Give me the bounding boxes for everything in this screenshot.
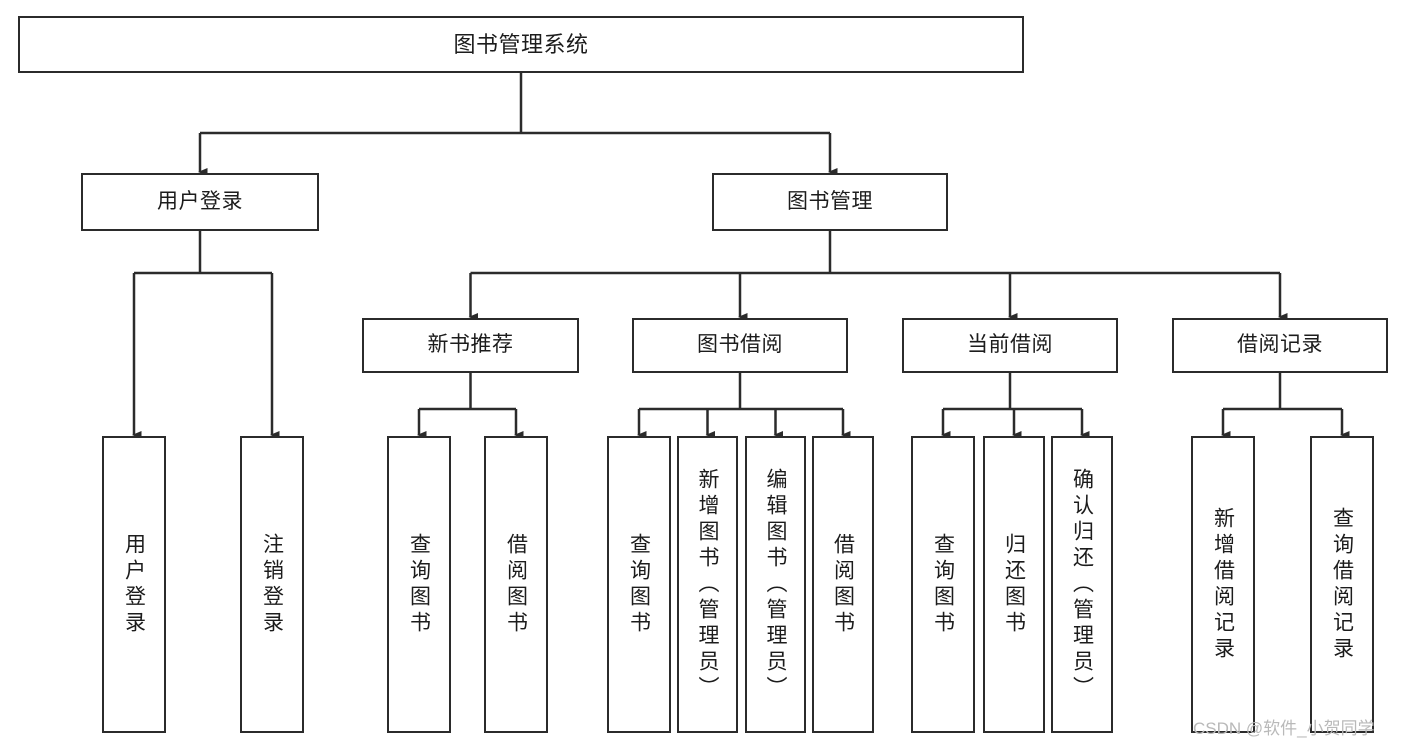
- node-c_query[interactable]: 查询图书: [911, 436, 975, 733]
- node-b_add[interactable]: 新增图书（管理员）: [677, 436, 738, 733]
- node-label: 借阅图书: [504, 532, 528, 637]
- node-c_confirm[interactable]: 确认归还（管理员）: [1051, 436, 1113, 733]
- node-root[interactable]: 图书管理系统: [18, 16, 1024, 73]
- node-current[interactable]: 当前借阅: [902, 318, 1118, 373]
- node-borrow[interactable]: 图书借阅: [632, 318, 848, 373]
- node-n_query[interactable]: 查询图书: [387, 436, 451, 733]
- node-b_edit[interactable]: 编辑图书（管理员）: [745, 436, 806, 733]
- node-label: 新书推荐: [427, 333, 514, 357]
- node-login[interactable]: 用户登录: [81, 173, 319, 231]
- node-label: 编辑图书（管理员）: [764, 467, 787, 702]
- node-label: 查询借阅记录: [1330, 506, 1354, 663]
- node-newbook[interactable]: 新书推荐: [362, 318, 579, 373]
- node-b_lend[interactable]: 借阅图书: [812, 436, 874, 733]
- edge-paths: [132, 73, 1350, 439]
- node-label: 查询图书: [407, 532, 431, 637]
- node-label: 当前借阅: [967, 333, 1053, 357]
- node-label: 借阅图书: [831, 532, 855, 637]
- node-label: 新增借阅记录: [1211, 506, 1235, 663]
- node-label: 图书管理系统: [453, 31, 589, 57]
- node-l_logout[interactable]: 注销登录: [240, 436, 304, 733]
- node-r_add[interactable]: 新增借阅记录: [1191, 436, 1255, 733]
- node-label: 用户登录: [157, 189, 243, 213]
- node-label: 用户登录: [122, 532, 146, 637]
- node-records[interactable]: 借阅记录: [1172, 318, 1388, 373]
- node-label: 归还图书: [1002, 532, 1026, 637]
- node-label: 借阅记录: [1237, 333, 1323, 357]
- node-b_query[interactable]: 查询图书: [607, 436, 671, 733]
- node-label: 查询图书: [931, 532, 955, 637]
- node-l_login[interactable]: 用户登录: [102, 436, 166, 733]
- node-label: 图书管理: [787, 189, 873, 213]
- node-label: 注销登录: [260, 532, 284, 637]
- node-label: 图书借阅: [697, 333, 783, 357]
- node-label: 新增图书（管理员）: [696, 467, 719, 702]
- node-bookmgmt[interactable]: 图书管理: [712, 173, 948, 231]
- node-r_query[interactable]: 查询借阅记录: [1310, 436, 1374, 733]
- node-n_borrow[interactable]: 借阅图书: [484, 436, 548, 733]
- node-label: 查询图书: [627, 532, 651, 637]
- node-c_return[interactable]: 归还图书: [983, 436, 1045, 733]
- node-label: 确认归还（管理员）: [1070, 467, 1094, 702]
